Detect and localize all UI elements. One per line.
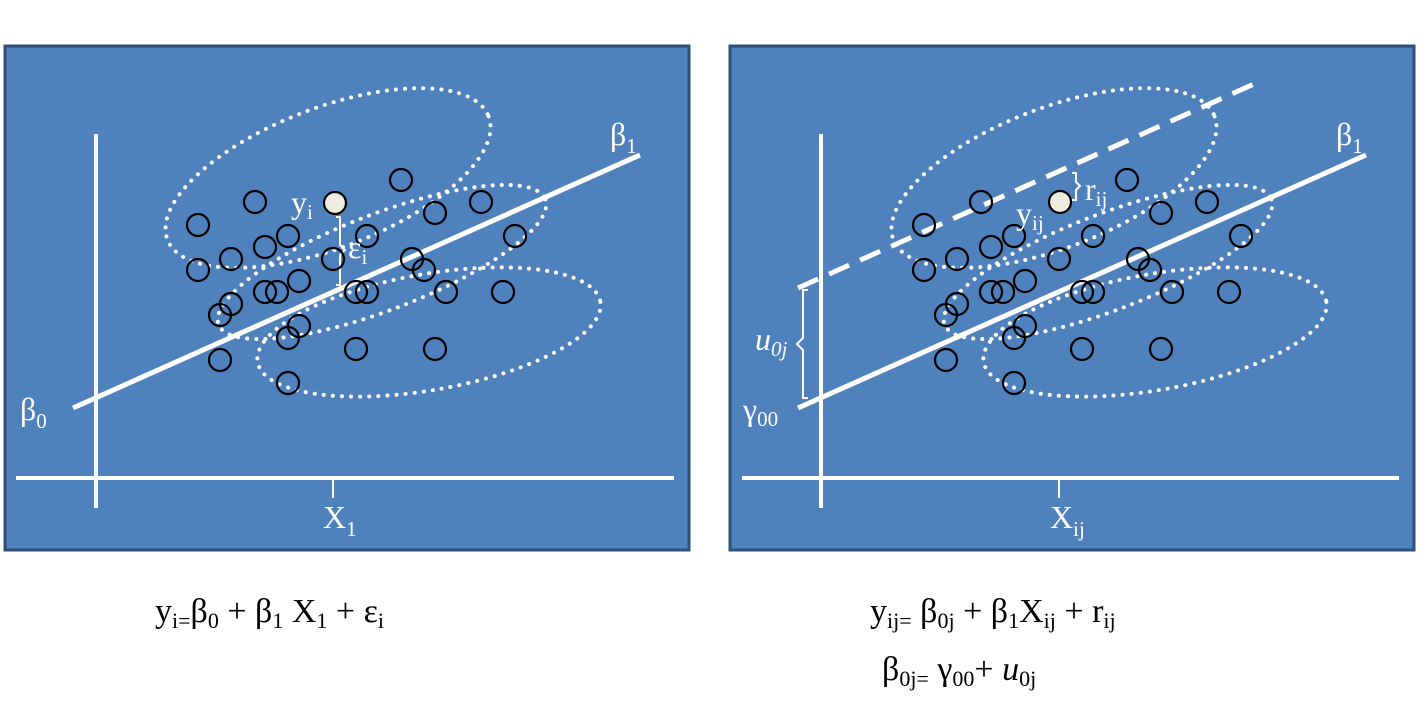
left-residual-bracket bbox=[336, 216, 347, 286]
right-residual-bracket bbox=[1072, 172, 1082, 201]
right-highlighted-point bbox=[1047, 189, 1073, 215]
left-group-ellipse-bottom bbox=[255, 265, 603, 399]
right-level1-equation: yij= β0j + β1Xij + rij bbox=[870, 593, 1116, 633]
right-u0j-label: u0j bbox=[755, 321, 788, 361]
left-x-axis-label: X1 bbox=[323, 499, 357, 541]
right-yij-label: yij bbox=[1016, 195, 1044, 235]
right-gamma00-label: γ00 bbox=[742, 391, 778, 431]
left-panel: β0 β1 yi εi X1 bbox=[3, 44, 691, 552]
right-axes bbox=[742, 134, 1399, 508]
left-regression-equation: yi=β0 + β1 X1 + εi bbox=[155, 593, 384, 633]
right-rij-label: rij bbox=[1085, 171, 1107, 211]
right-beta1-label: β1 bbox=[1336, 116, 1363, 158]
right-group-ellipse-bottom bbox=[981, 265, 1329, 399]
left-epsilon-label: εi bbox=[348, 229, 367, 269]
right-group-regression-line bbox=[796, 77, 1265, 291]
right-u0j-bracket bbox=[795, 289, 808, 399]
left-beta0-label: β0 bbox=[20, 391, 47, 433]
right-x-axis-label: Xij bbox=[1050, 499, 1085, 541]
left-yi-label: yi bbox=[291, 184, 313, 224]
right-group-ellipse-top bbox=[889, 86, 1219, 270]
left-group-ellipse-top bbox=[163, 86, 493, 270]
right-level2-equation: β0j= γ00+ u0j bbox=[882, 651, 1036, 691]
left-beta1-label: β1 bbox=[610, 116, 637, 158]
right-panel: γ00 β1 yij rij u0j Xij bbox=[728, 44, 1416, 552]
left-axes bbox=[16, 134, 674, 508]
left-highlighted-point bbox=[322, 190, 348, 216]
